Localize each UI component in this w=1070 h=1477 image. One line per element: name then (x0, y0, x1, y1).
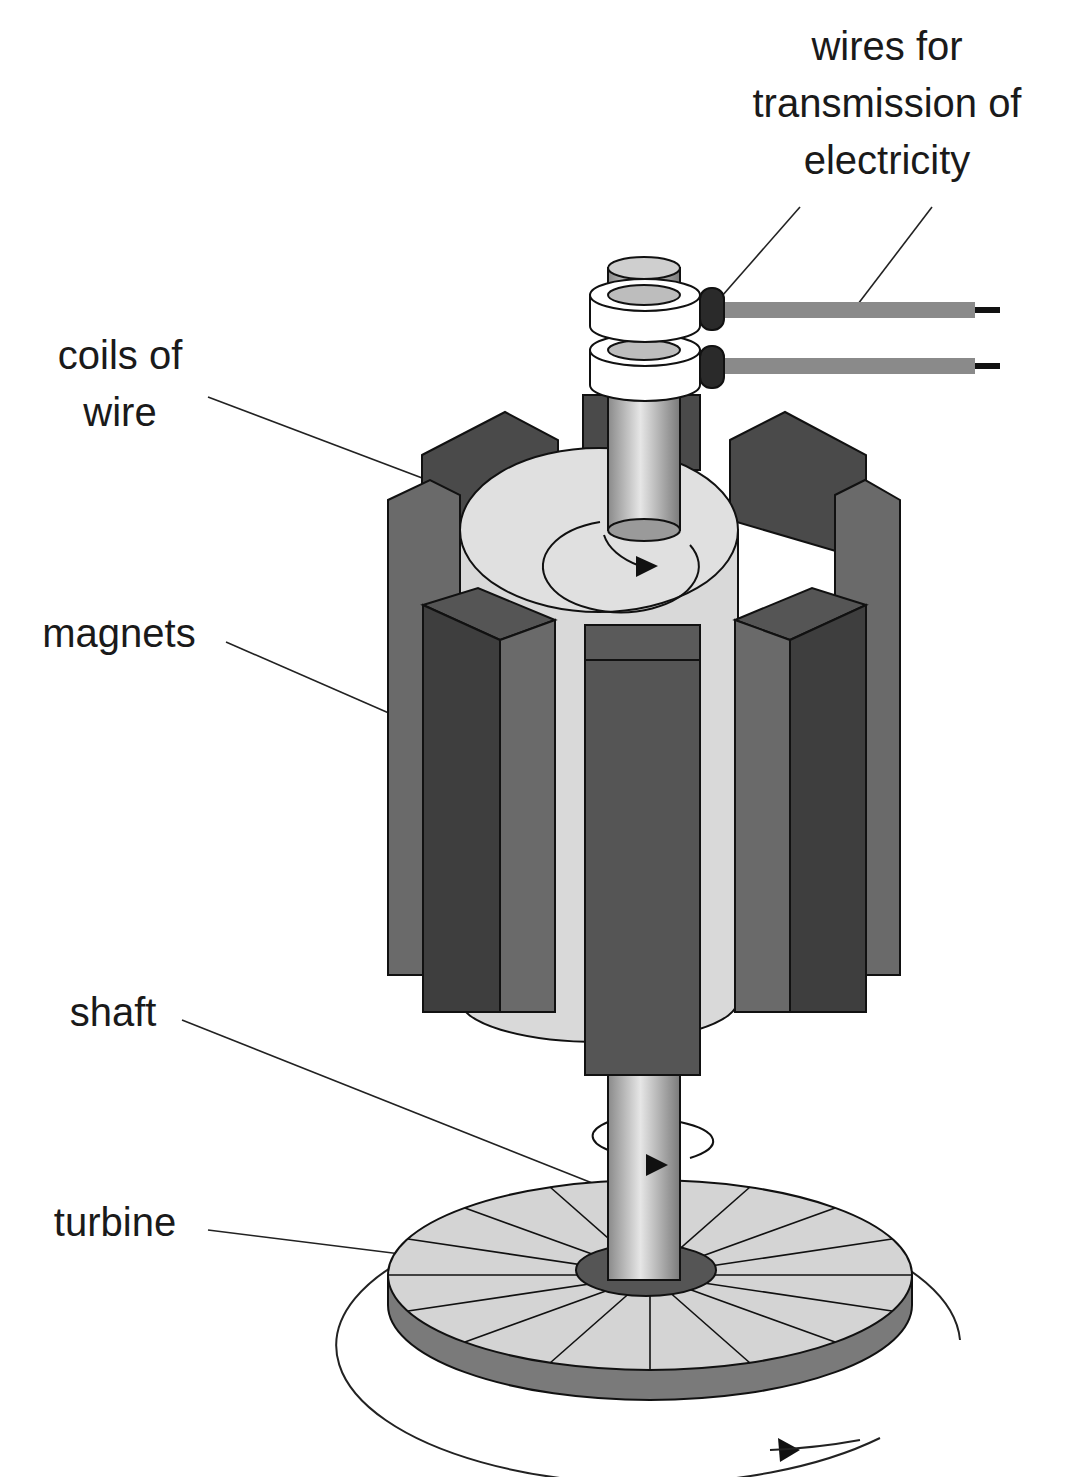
magnet-front-part (585, 660, 700, 1075)
magnet-front-part (585, 625, 700, 660)
shaft-rotation-arrow-part (680, 1122, 713, 1158)
slip-rings (590, 279, 700, 401)
slip-rings-part (608, 285, 680, 305)
leader-lines-part (722, 207, 800, 296)
part-label: magnets (4, 605, 234, 662)
shaft-rotation-arrow-part (593, 1122, 608, 1150)
rotor-rotation-arrow (543, 522, 699, 612)
label-box: shaft (10, 984, 216, 1041)
transmission-wires (700, 288, 1000, 388)
leader-lines-part (858, 207, 932, 304)
rotor-rotation-arrow-part (604, 535, 640, 566)
shaft-part (608, 257, 680, 279)
shaft-rotation-arrow-part (646, 1154, 668, 1176)
leader-lines-part (182, 1020, 635, 1200)
part-label: wires for transmission of electricity (717, 18, 1057, 189)
label-box: magnets (4, 605, 234, 662)
shaft-part (608, 519, 680, 541)
part-label: coils of wire (30, 327, 210, 441)
magnet-front-part (735, 620, 790, 1012)
magnet-front-part (423, 605, 500, 1012)
transmission-wires-part (720, 302, 975, 318)
magnet-front-part (500, 620, 555, 1012)
magnet-front (388, 480, 900, 1075)
part-label: turbine (10, 1194, 220, 1251)
transmission-wires-part (975, 307, 1000, 313)
turbine-rotation-arrow-part (770, 1440, 860, 1450)
shaft-rotation-arrow (593, 1122, 714, 1176)
magnet-front-part (790, 605, 866, 1012)
rotor-rotation-arrow-part (543, 522, 699, 612)
part-label: shaft (10, 984, 216, 1041)
label-box: wires for transmission of electricity (717, 18, 1057, 189)
label-box: turbine (10, 1194, 220, 1251)
transmission-wires-part (700, 288, 724, 330)
label-box: coils of wire (30, 327, 210, 441)
rotor-coils-part (460, 448, 738, 612)
slip-rings-part (590, 279, 700, 311)
transmission-wires-part (700, 346, 724, 388)
rotor-rotation-arrow-part (636, 556, 658, 577)
slip-rings-part (608, 340, 680, 360)
transmission-wires-part (720, 358, 975, 374)
transmission-wires-part (975, 363, 1000, 369)
